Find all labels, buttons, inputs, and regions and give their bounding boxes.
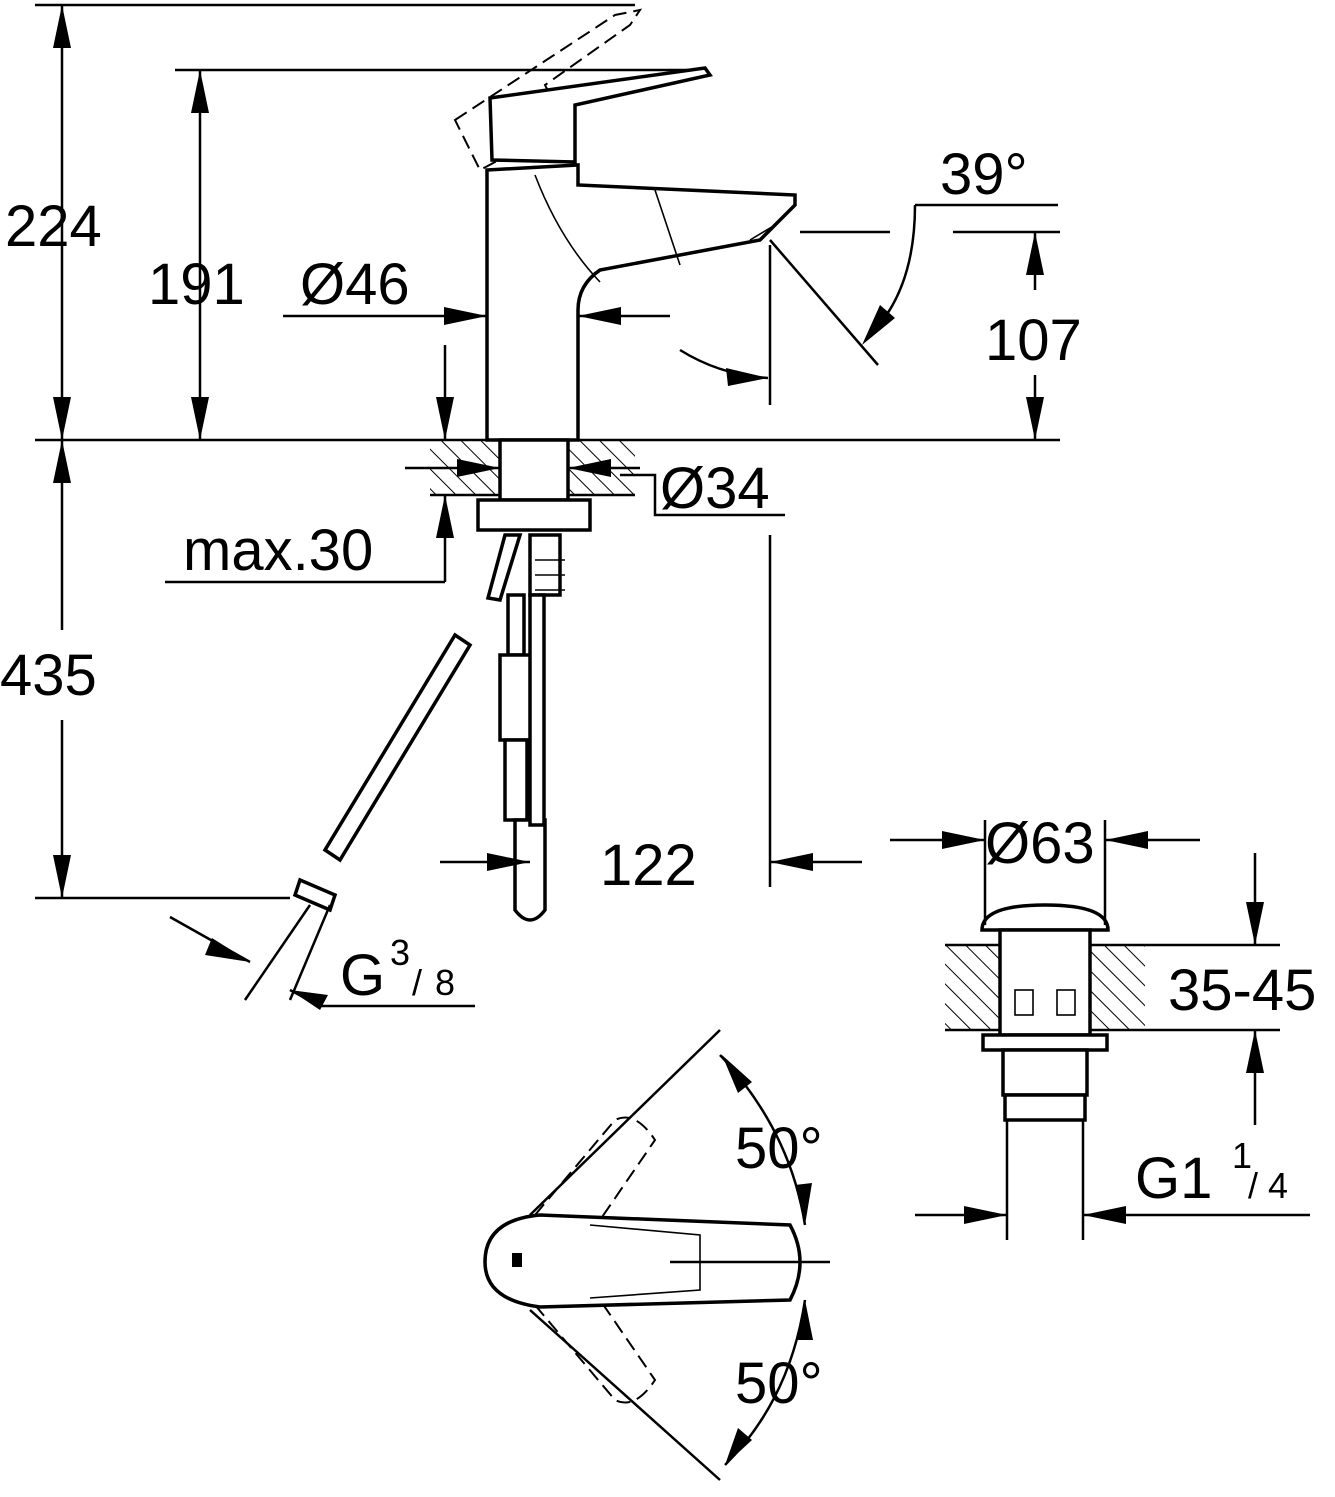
svg-text:/: /	[1248, 1165, 1258, 1206]
dimension-diameter-63: Ø63	[890, 811, 1200, 925]
dimension-122: 122	[440, 535, 862, 898]
dimension-35-45: 35-45	[1168, 853, 1316, 1125]
faucet-side-view	[453, 8, 797, 442]
svg-text:8: 8	[435, 962, 455, 1003]
svg-text:435: 435	[0, 643, 97, 708]
svg-text:Ø63: Ø63	[985, 811, 1095, 876]
dimension-max-30: max.30	[165, 345, 454, 584]
svg-text:1: 1	[1232, 1135, 1252, 1176]
dimension-224: 224	[5, 3, 635, 440]
svg-text:224: 224	[5, 194, 102, 259]
svg-text:107: 107	[985, 308, 1082, 373]
dimension-angle-39: 39°	[679, 142, 1058, 386]
dimension-waste-thread: G1 1 / 4	[915, 1135, 1310, 1224]
svg-text:max.30: max.30	[183, 518, 373, 583]
svg-text:39°: 39°	[940, 142, 1028, 207]
svg-text:35-45: 35-45	[1168, 958, 1316, 1023]
svg-text:G: G	[340, 943, 385, 1008]
svg-text:3: 3	[390, 932, 410, 973]
svg-text:/: /	[412, 962, 422, 1003]
svg-text:G1: G1	[1135, 1146, 1212, 1211]
pop-up-waste	[945, 903, 1280, 1240]
faucet-top-view: 50° 50°	[483, 1029, 830, 1481]
svg-text:50°: 50°	[735, 1116, 823, 1181]
svg-text:50°: 50°	[735, 1351, 823, 1416]
svg-text:122: 122	[600, 833, 697, 898]
supply-hoses	[243, 533, 565, 1001]
dimension-diameter-46: Ø46	[283, 252, 670, 325]
svg-text:Ø46: Ø46	[300, 252, 410, 317]
dimension-107: 107	[768, 230, 1082, 440]
dimension-hose-thread: G 3 / 8	[169, 915, 475, 1010]
dimension-191: 191	[148, 68, 705, 440]
svg-text:Ø34: Ø34	[660, 456, 770, 521]
countertop-section: Ø34	[405, 438, 785, 532]
svg-text:4: 4	[1268, 1165, 1288, 1206]
svg-text:191: 191	[148, 252, 245, 317]
dimension-435: 435	[0, 440, 290, 900]
